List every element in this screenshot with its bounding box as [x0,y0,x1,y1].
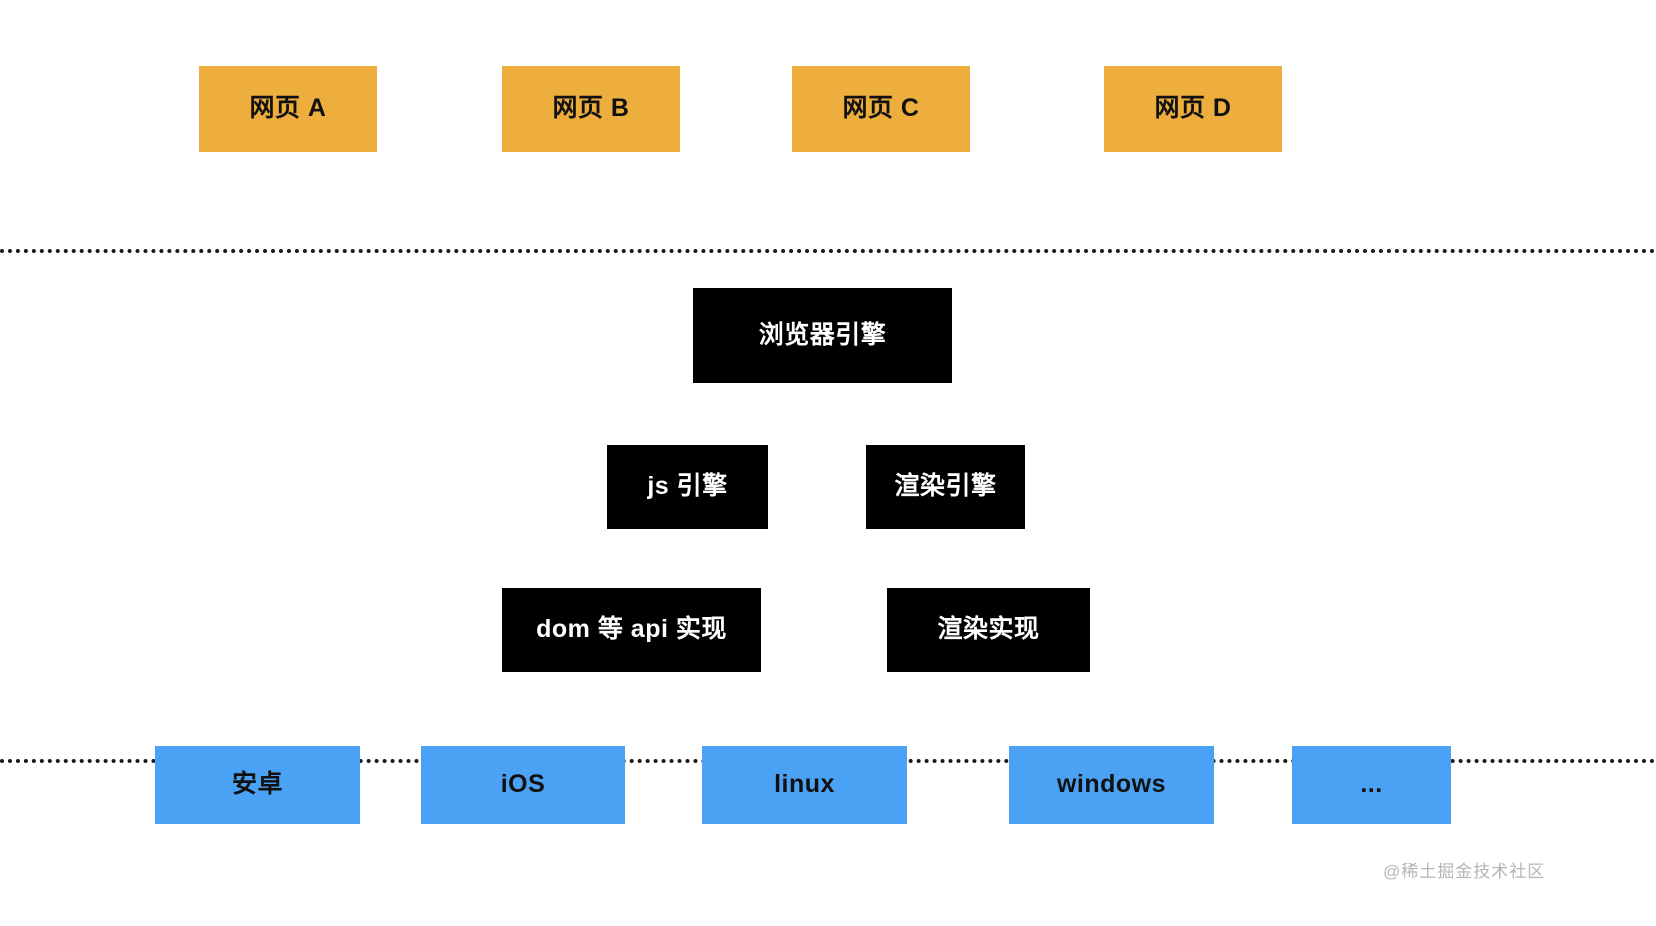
web-engine-divider [0,249,1656,253]
os-node-linux: linux [702,746,907,824]
watermark: @稀土掘金技术社区 [1383,862,1546,881]
web-page-node-b: 网页 B [502,66,680,152]
web-page-node-c: 网页 C [792,66,970,152]
os-node-others: ... [1292,746,1451,824]
os-node-ios: iOS [421,746,625,824]
web-page-node-a: 网页 A [199,66,377,152]
os-node-android: 安卓 [155,746,360,824]
render-impl-node: 渲染实现 [887,588,1090,672]
dom-api-impl-node: dom 等 api 实现 [502,588,761,672]
web-page-node-d: 网页 D [1104,66,1282,152]
js-engine-node: js 引擎 [607,445,768,529]
os-node-windows: windows [1009,746,1214,824]
browser-engine-node: 浏览器引擎 [693,288,952,383]
render-engine-node: 渲染引擎 [866,445,1025,529]
